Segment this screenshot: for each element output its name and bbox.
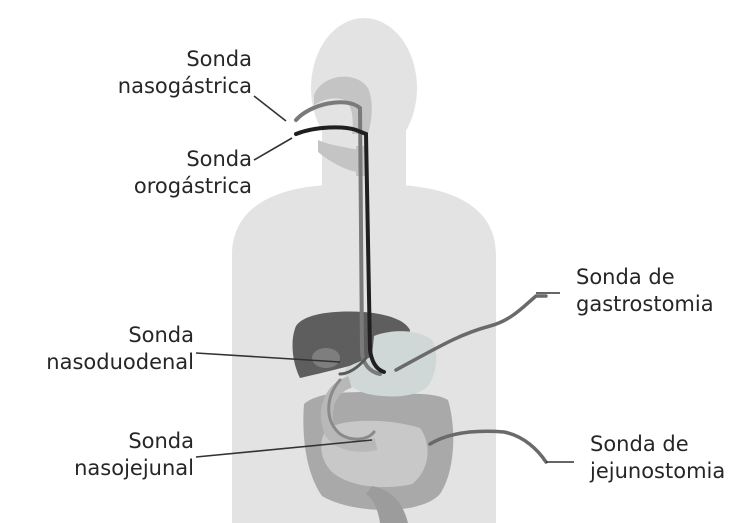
label-sonda-jejunostomia: Sonda de jejunostomia [590, 431, 742, 485]
label-line2: gastrostomia [576, 291, 742, 318]
label-line1: Sonda de [576, 264, 742, 291]
label-sonda-orogastrica: Sonda orogástrica [96, 146, 252, 200]
label-line2: jejunostomia [590, 458, 742, 485]
label-line1: Sonda [96, 146, 252, 173]
label-line2: nasogástrica [96, 73, 252, 100]
label-sonda-gastrostomia: Sonda de gastrostomia [576, 264, 742, 318]
label-sonda-nasojejunal: Sonda nasojejunal [2, 428, 194, 482]
label-sonda-nasogastrica: Sonda nasogástrica [96, 46, 252, 100]
label-line1: Sonda [2, 322, 194, 349]
label-line1: Sonda [2, 428, 194, 455]
gallbladder [312, 348, 340, 368]
label-line2: nasojejunal [2, 455, 194, 482]
leader-orogastrica [254, 138, 292, 160]
label-line2: orogástrica [96, 173, 252, 200]
leader-nasogastrica [254, 96, 286, 121]
label-line1: Sonda [96, 46, 252, 73]
label-sonda-nasoduodenal: Sonda nasoduodenal [2, 322, 194, 376]
label-line2: nasoduodenal [2, 349, 194, 376]
label-line1: Sonda de [590, 431, 742, 458]
